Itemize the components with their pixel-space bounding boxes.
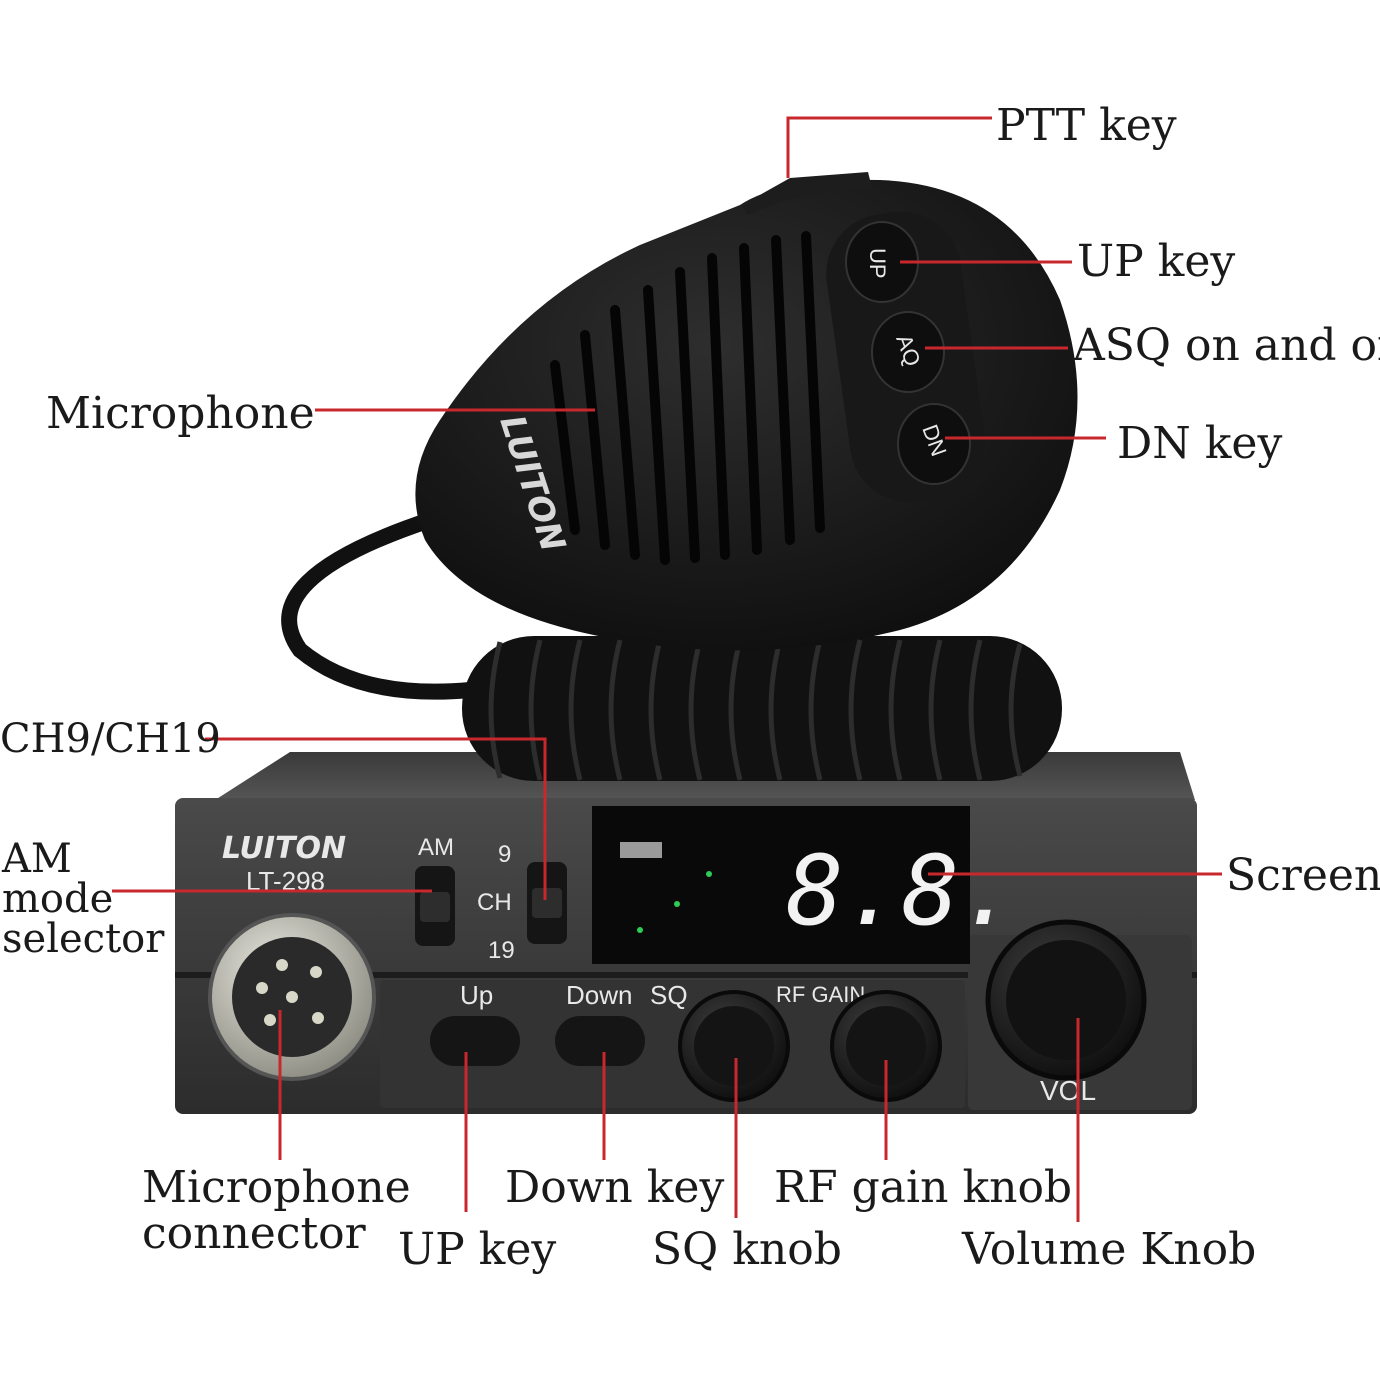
channel-display-digits: 8.8. bbox=[786, 835, 1017, 947]
vol-label: VOL bbox=[1040, 1075, 1096, 1106]
ch-bottom-label: 19 bbox=[488, 937, 515, 964]
callout-mic-up-key: UP key bbox=[1077, 236, 1235, 287]
callout-volume-knob: Volume Knob bbox=[961, 1224, 1256, 1275]
straight-cord bbox=[281, 512, 471, 700]
down-button[interactable] bbox=[555, 1016, 645, 1066]
coiled-cord bbox=[281, 512, 1062, 781]
callout-labels: PTT key UP key ASQ on and off DN key Mic… bbox=[0, 100, 1380, 1275]
down-label: Down bbox=[566, 980, 632, 1010]
sq-label: SQ bbox=[650, 980, 688, 1010]
callout-ptt-key: PTT key bbox=[996, 100, 1177, 151]
leader-ptt bbox=[786, 116, 992, 178]
callout-asq: ASQ on and off bbox=[1072, 320, 1380, 371]
panel-divider bbox=[175, 972, 1197, 978]
am-label: AM bbox=[418, 834, 454, 861]
ch-top-label: 9 bbox=[498, 841, 511, 868]
callout-am-mode-line2: mode bbox=[2, 876, 113, 922]
leader-ch bbox=[205, 737, 547, 900]
display-indicator-bar bbox=[620, 842, 662, 858]
mic-dn-button[interactable] bbox=[897, 403, 971, 485]
display-screen bbox=[592, 806, 970, 964]
callout-dn-key: DN key bbox=[1117, 418, 1282, 469]
mic-aq-button[interactable] bbox=[871, 311, 945, 393]
callout-mic-connector-line2: connector bbox=[142, 1208, 367, 1259]
ptt-key[interactable] bbox=[742, 172, 872, 215]
ch-label: CH bbox=[477, 889, 512, 916]
display-led bbox=[637, 927, 643, 933]
callout-ch9-ch19: CH9/CH19 bbox=[0, 716, 221, 762]
connector-pins bbox=[256, 959, 324, 1026]
lower-bezel bbox=[380, 980, 965, 1108]
sq-knob-cap bbox=[694, 1006, 774, 1086]
ch-switch-slider bbox=[532, 888, 562, 918]
callout-microphone: Microphone bbox=[46, 388, 315, 439]
rf-gain-knob-cap bbox=[846, 1006, 926, 1086]
up-button[interactable] bbox=[430, 1016, 520, 1066]
mic-up-text: UP bbox=[865, 248, 890, 279]
callout-sq-knob: SQ knob bbox=[652, 1224, 842, 1275]
radio-body: LUITON LT-298 AM 9 CH 19 8.8. Up Down SQ… bbox=[175, 752, 1197, 1114]
callout-mic-connector-line1: Microphone bbox=[142, 1162, 411, 1213]
up-label: Up bbox=[460, 980, 493, 1010]
callout-screen: Screen bbox=[1226, 850, 1380, 901]
speaker-grille bbox=[550, 231, 825, 565]
callout-rf-gain-knob: RF gain knob bbox=[774, 1162, 1072, 1213]
callout-am-mode-line3: selector bbox=[2, 916, 165, 962]
leader-lines bbox=[112, 116, 1222, 1222]
callout-panel-up-key: UP key bbox=[398, 1224, 556, 1275]
am-switch-slider bbox=[420, 892, 450, 922]
radio-brand-logo: LUITON bbox=[222, 831, 346, 866]
display-led bbox=[674, 901, 680, 907]
display-led bbox=[706, 871, 712, 877]
microphone: LUITON UP AQ DN bbox=[415, 172, 1078, 651]
callout-am-mode-line1: AM bbox=[1, 836, 72, 882]
volume-knob-cap bbox=[1006, 940, 1126, 1060]
callout-down-key: Down key bbox=[505, 1162, 724, 1213]
